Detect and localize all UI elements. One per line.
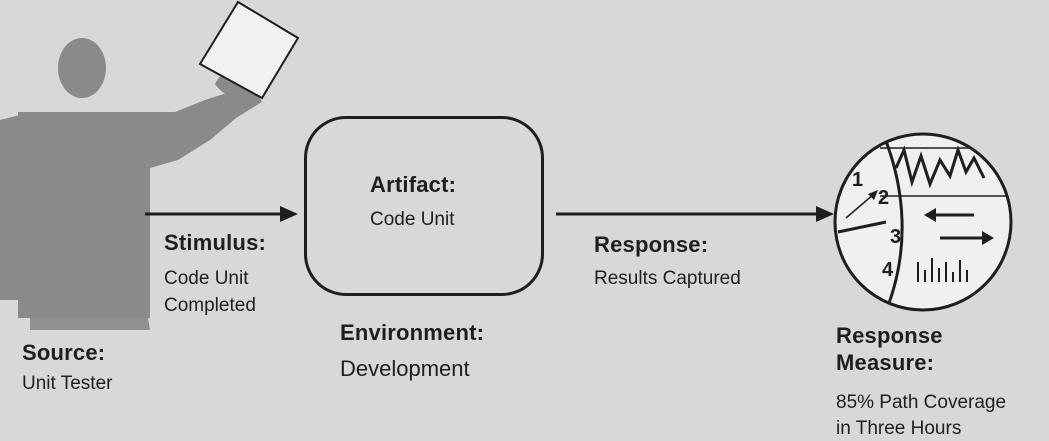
stimulus-line1: Code Unit — [164, 268, 249, 289]
source-heading: Source: — [22, 340, 106, 365]
response-text: Results Captured — [594, 268, 741, 289]
artifact-heading: Artifact: — [370, 172, 457, 197]
person-figure-icon — [0, 38, 262, 330]
source-text: Unit Tester — [22, 373, 113, 394]
artifact-box — [304, 116, 544, 296]
response-measure-line2: in Three Hours — [836, 418, 962, 439]
response-measure-heading-line1: Response — [836, 323, 943, 348]
paper-icon — [198, 0, 300, 100]
stimulus-heading: Stimulus: — [164, 230, 267, 255]
stimulus-arrow — [145, 206, 298, 222]
response-arrow — [556, 206, 834, 222]
response-measure-gauge-icon: 1 2 3 4 — [833, 132, 1013, 312]
gauge-number-4: 4 — [882, 259, 894, 281]
artifact-text: Code Unit — [370, 209, 455, 230]
environment-text: Development — [340, 356, 470, 381]
stimulus-line2: Completed — [164, 295, 256, 316]
gauge-number-2: 2 — [878, 187, 889, 209]
gauge-number-3: 3 — [890, 226, 901, 248]
response-heading: Response: — [594, 232, 709, 257]
gauge-number-1: 1 — [852, 169, 863, 191]
response-measure-line1: 85% Path Coverage — [836, 392, 1007, 413]
environment-heading: Environment: — [340, 320, 485, 345]
response-measure-heading-line2: Measure: — [836, 350, 935, 375]
